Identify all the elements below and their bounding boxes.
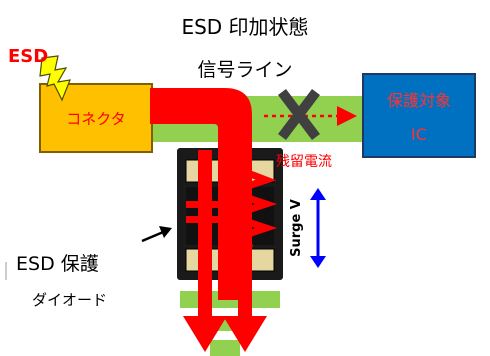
diagram-title: ESD 印加状態 xyxy=(181,15,308,39)
protection-label-line1: ESD 保護 xyxy=(16,253,99,275)
surge-label: Surge V xyxy=(289,199,304,257)
signal-line-label: 信号ライン xyxy=(197,59,292,81)
residual-current-label: 残留電流 xyxy=(276,154,332,170)
esd-current-flow xyxy=(150,88,252,300)
current-left-shaft xyxy=(198,150,212,320)
capacitor-plate-top xyxy=(186,201,226,208)
capacitor-plate-bottom xyxy=(186,216,226,223)
current-left-arrowhead xyxy=(183,316,227,352)
connector-label: コネクタ xyxy=(66,110,125,128)
surge-arrow-icon xyxy=(310,188,326,268)
lightning-icon xyxy=(39,55,71,102)
resistor-zigzag xyxy=(218,168,278,252)
block-x-icon xyxy=(278,88,320,141)
connector-box xyxy=(39,83,153,153)
pointer-arrow-icon xyxy=(141,226,172,243)
protection-label-line2: ダイオード xyxy=(32,291,107,309)
target-ic-box xyxy=(362,73,476,158)
target-ic-label-line2: IC xyxy=(411,125,427,144)
ground-bar-bottom xyxy=(210,340,240,356)
esd-label: ESD xyxy=(8,46,48,67)
current-right-arrowhead xyxy=(223,316,267,352)
target-ic-label-line1: 保護対象 xyxy=(387,91,451,110)
